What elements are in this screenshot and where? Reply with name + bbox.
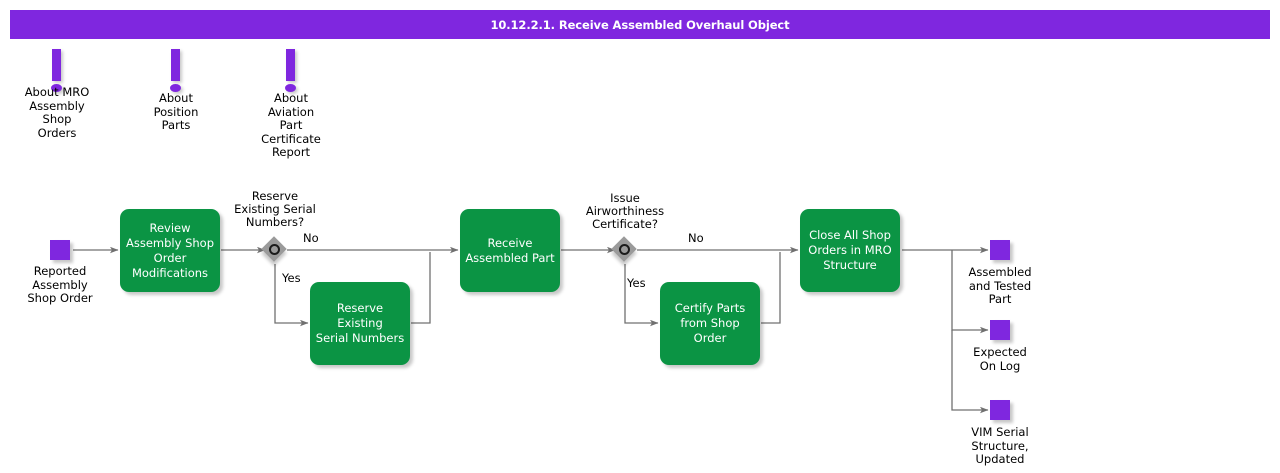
about-mro-assembly-shop-orders-label: About MRO Assembly Shop Orders — [24, 85, 90, 140]
flow-reserve-merge — [411, 252, 431, 324]
task-label: Close All Shop Orders in MRO Structure — [808, 228, 892, 272]
reported-assembly-shop-order-label: Reported Assembly Shop Order — [27, 264, 93, 305]
exclamation-icon-bar — [171, 49, 180, 81]
assembled-and-tested-part-node[interactable] — [990, 240, 1010, 260]
exclamation-icon-dot — [170, 84, 181, 92]
task-certify-parts-from-shop-order[interactable]: Certify Parts from Shop Order — [660, 282, 760, 365]
flow-label-gw1-yes: Yes — [282, 271, 301, 285]
expected-on-log-label: Expected On Log — [973, 345, 1027, 373]
task-review-assembly-shop-order-modifications[interactable]: Review Assembly Shop Order Modifications — [120, 209, 220, 292]
gateway-reserve-existing-serial-numbers[interactable] — [261, 236, 288, 263]
flow-certify-merge — [761, 252, 781, 324]
flow-gw2-yes — [624, 264, 659, 327]
expected-on-log-node[interactable] — [990, 320, 1010, 340]
exclamation-icon-bar — [52, 49, 61, 81]
task-label: Reserve Existing Serial Numbers — [315, 301, 405, 345]
page-title: 10.12.2.1. Receive Assembled Overhaul Ob… — [490, 17, 790, 32]
about-aviation-part-certificate-report-label: About Aviation Part Certificate Report — [261, 91, 321, 159]
task-close-all-shop-orders-in-mro-structure[interactable]: Close All Shop Orders in MRO Structure — [800, 209, 900, 292]
task-reserve-existing-serial-numbers[interactable]: Reserve Existing Serial Numbers — [310, 282, 410, 365]
vim-serial-structure-updated-label: VIM Serial Structure, Updated — [971, 425, 1029, 466]
task-label: Review Assembly Shop Order Modifications — [125, 220, 214, 280]
flow-label-gw2-yes: Yes — [627, 276, 646, 290]
task-label: Certify Parts from Shop Order — [674, 301, 746, 345]
task-receive-assembled-part[interactable]: Receive Assembled Part — [460, 209, 560, 292]
exclamation-icon-dot — [285, 84, 296, 92]
about-mro-assembly-shop-orders-icon[interactable] — [47, 49, 67, 93]
flow-label-gw2-no: No — [688, 231, 704, 245]
about-position-parts-label: About Position Parts — [153, 91, 199, 132]
vim-serial-structure-updated-node[interactable] — [990, 400, 1010, 420]
gateway-issue-airworthiness-certificate-label: Issue Airworthiness Certificate? — [585, 191, 665, 231]
about-aviation-part-certificate-report-icon[interactable] — [281, 49, 301, 93]
flow-label-gw1-no: No — [303, 231, 319, 245]
about-position-parts-icon[interactable] — [166, 49, 186, 93]
reported-assembly-shop-order-node[interactable] — [50, 240, 70, 260]
exclamation-icon-bar — [286, 49, 295, 81]
task-label: Receive Assembled Part — [465, 235, 555, 265]
gateway-reserve-existing-serial-numbers-label: Reserve Existing Serial Numbers? — [234, 189, 316, 229]
gateway-event-ring-icon — [269, 244, 280, 255]
assembled-and-tested-part-label: Assembled and Tested Part — [968, 265, 1032, 306]
gateway-issue-airworthiness-certificate[interactable] — [611, 236, 638, 263]
gateway-event-ring-icon — [619, 244, 630, 255]
diagram-title-bar: 10.12.2.1. Receive Assembled Overhaul Ob… — [10, 10, 1270, 39]
exclamation-icon-dot — [51, 84, 62, 92]
